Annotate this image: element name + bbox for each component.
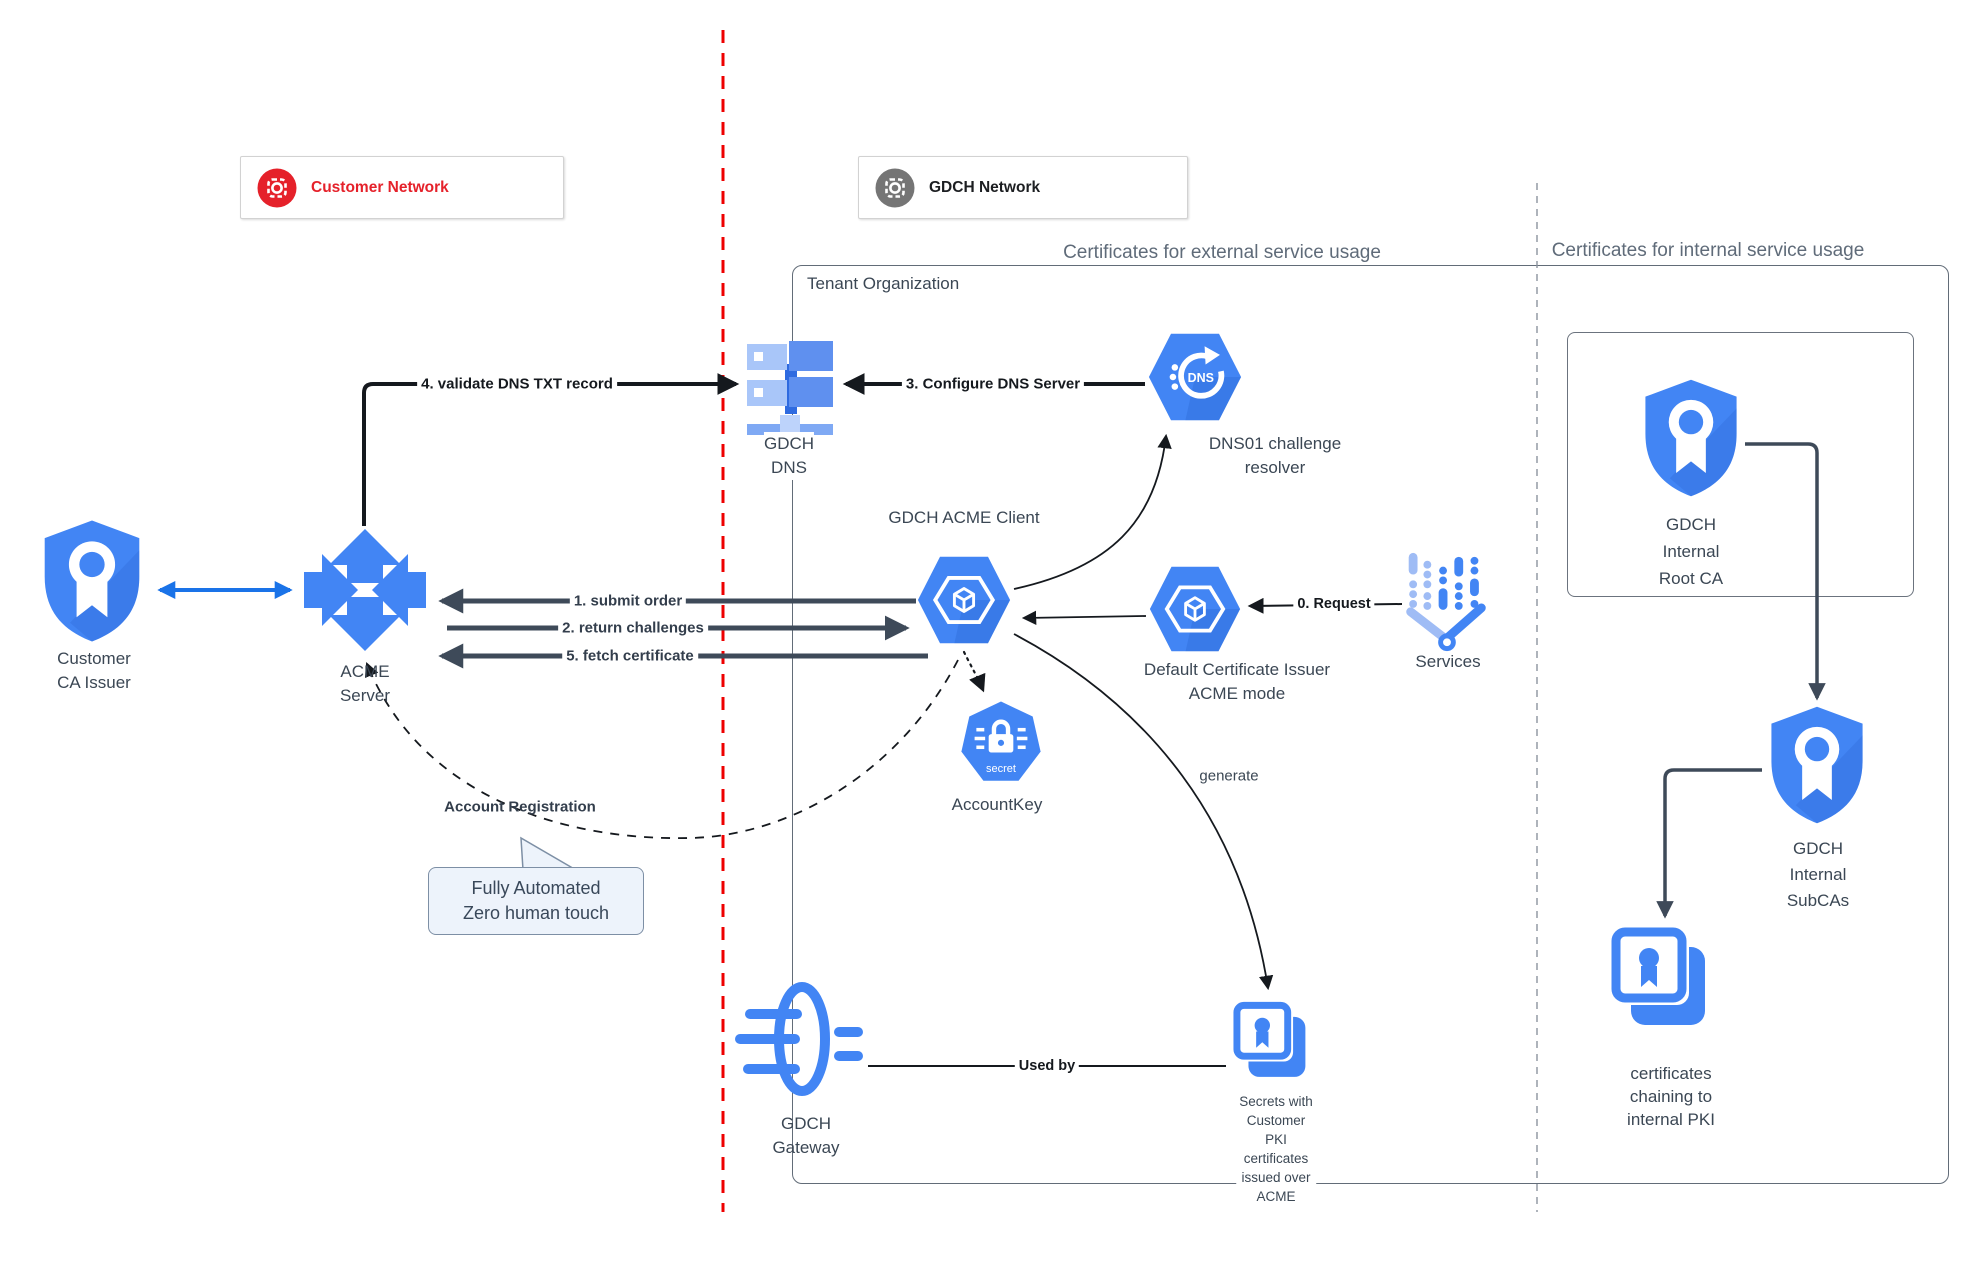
edge-issuer-client: [1021, 610, 1147, 625]
callout-pointer: [520, 836, 579, 871]
chain-certs-icon: [1609, 925, 1709, 1034]
edge-account-registration-label: Account Registration: [444, 798, 596, 816]
gdch-network-legend: GDCH Network: [858, 156, 1188, 219]
tenant-organization-box: [792, 265, 1949, 1184]
account-key-icon: secret: [957, 697, 1045, 792]
edge-subcas-chain: [1656, 768, 1762, 919]
gdch-dns-icon: [747, 336, 833, 443]
internal-subcas-label: GDCH Internal SubCAs: [1786, 839, 1850, 910]
gdch-dns-label: GDCH DNS: [763, 432, 815, 480]
edge-rootca-subcas: [1745, 442, 1826, 701]
internal-root-ca-label: GDCH Internal Root CA: [1658, 515, 1724, 588]
automation-callout: Fully Automated Zero human touch: [428, 867, 644, 935]
edge-account-registration: [364, 659, 959, 839]
edge-client-accountkey: [962, 650, 986, 693]
secrets-cert-label: Secrets with Customer PKI certificates i…: [1236, 1092, 1316, 1206]
acme-server-label: ACME Server: [339, 662, 391, 705]
internal-root-ca-box: [1567, 332, 1914, 597]
acme-server-icon: [300, 525, 430, 660]
gdch-network-label: GDCH Network: [929, 178, 1041, 196]
account-key-label: AccountKey: [951, 795, 1043, 814]
edge-submit-order-label: 1. submit order: [569, 592, 687, 610]
customer-network-icon: [257, 168, 297, 208]
chain-certs-label: certificates chaining to internal PKI: [1627, 1064, 1715, 1129]
edge-used-by-label: Used by: [1014, 1058, 1080, 1074]
customer-ca-issuer-label: Customer CA Issuer: [57, 649, 131, 692]
dns01-resolver-icon: DNS: [1145, 329, 1245, 430]
edge-fetch-certificate-label: 5. fetch certificate: [562, 647, 698, 665]
secrets-cert-icon: [1231, 1000, 1309, 1085]
edge-client-dns01: [1013, 433, 1172, 590]
internal-subcas-icon: [1764, 703, 1870, 832]
gdch-acme-client-label: GDCH ACME Client: [888, 508, 1040, 527]
gdch-acme-client-icon: [914, 552, 1014, 653]
default-issuer-label: Default Certificate Issuer ACME mode: [1143, 660, 1331, 703]
gdch-gateway-label: GDCH Gateway: [772, 1114, 840, 1157]
edge-generate-label: generate: [1195, 767, 1263, 785]
customer-network-label: Customer Network: [311, 178, 449, 196]
tenant-organization-title: Tenant Organization: [807, 274, 960, 293]
edge-request-label: 0. Request: [1293, 596, 1375, 612]
edge-return-challenges-label: 2. return challenges: [558, 619, 708, 637]
external-usage-header: Certificates for external service usage: [1063, 242, 1381, 263]
internal-usage-header: Certificates for internal service usage: [1551, 240, 1865, 261]
dns01-resolver-label: DNS01 challenge resolver: [1208, 434, 1342, 477]
default-issuer-icon: [1146, 562, 1244, 661]
services-label: Services: [1415, 652, 1481, 671]
secret-badge: secret: [986, 763, 1016, 775]
edge-validate-dns: [362, 373, 740, 526]
gdch-network-icon: [875, 168, 915, 208]
customer-network-legend: Customer Network: [240, 156, 564, 219]
internal-root-ca-icon: [1638, 376, 1744, 505]
edge-generate: [1013, 633, 1274, 991]
edge-validate-dns-label: 4. validate DNS TXT record: [417, 375, 617, 393]
edge-configure-dns-label: 3. Configure DNS Server: [901, 375, 1085, 393]
customer-ca-issuer-icon: [37, 516, 147, 651]
dns-badge: DNS: [1188, 371, 1214, 385]
services-icon: [1402, 549, 1490, 660]
gdch-gateway-icon: [735, 980, 863, 1107]
